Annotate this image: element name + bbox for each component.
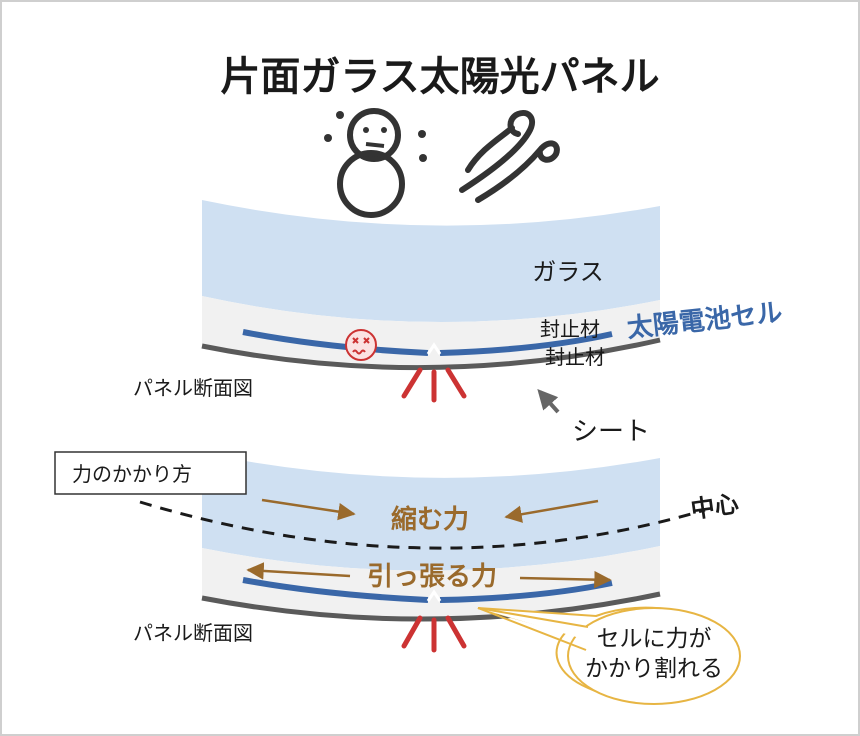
encapsulant-lower-label: 封止材 [545, 345, 605, 369]
glass-layer [202, 200, 660, 323]
wind-icon [459, 110, 560, 203]
compress-arrow-right [504, 499, 599, 523]
dizzy-face-icon [345, 329, 377, 361]
section-label-top: パネル断面図 [133, 376, 253, 400]
force-box-label: 力のかかり方 [72, 462, 192, 486]
snowman-icon [324, 108, 427, 218]
diagram-title: 片面ガラス太陽光パネル [220, 54, 659, 100]
compress-arrow-left [261, 498, 356, 521]
callout-line-1: セルに力が [597, 626, 712, 652]
crack-notch [426, 342, 442, 355]
callout-tail-upper [477, 607, 589, 628]
sheet-label: シート [572, 417, 650, 447]
compress-label: 縮む力 [391, 504, 469, 535]
tension-arrow-right [519, 570, 612, 589]
glass-label: ガラス [532, 258, 604, 286]
encapsulant-layer-bottom [202, 546, 660, 620]
crack-lines-bottom [401, 615, 467, 653]
encapsulant-layer [202, 296, 660, 368]
sheet-pointer-arrow [537, 389, 560, 414]
crack-lines [401, 367, 467, 403]
callout-ellipse [567, 607, 741, 705]
neutral-axis-line [139, 500, 706, 550]
tension-arrow-left [246, 562, 351, 580]
callout-line-2: かかり割れる [585, 656, 723, 682]
back-sheet-bottom [201, 591, 661, 622]
tension-label: 引っ張る力 [367, 562, 497, 592]
solar-cell-right [439, 331, 613, 356]
center-label: 中心 [689, 490, 740, 524]
crack-notch-bottom [426, 589, 442, 602]
encapsulant-upper-label: 封止材 [540, 317, 600, 341]
solar-cell-left [242, 329, 429, 356]
force-box [54, 451, 247, 495]
section-label-bottom: パネル断面図 [133, 621, 253, 645]
callout-tail-lower [477, 607, 587, 651]
bottom-panel-cross-section: 中心 縮む力 引っ張る力 力のかかり方 パネル断面図 セルに力が かかり割れる [54, 451, 741, 705]
back-sheet [201, 337, 661, 371]
solar-cell-bottom-left [242, 577, 429, 603]
callout-tail-fill [478, 608, 600, 644]
